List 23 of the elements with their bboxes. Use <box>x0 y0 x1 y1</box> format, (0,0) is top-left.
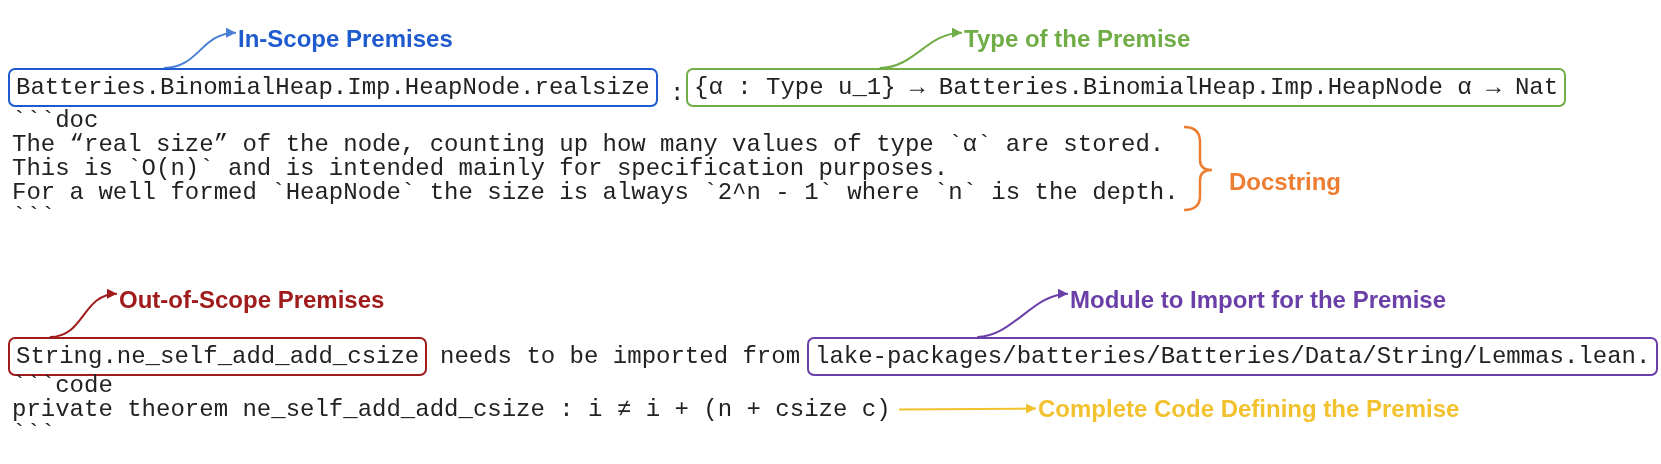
annotation-label: In-Scope Premises <box>238 24 453 53</box>
arrow <box>163 28 237 69</box>
annotation-label: Complete Code Defining the Premise <box>1038 394 1460 423</box>
arrow <box>976 289 1069 338</box>
premise-name-box: Batteries.BinomialHeap.Imp.HeapNode.realsize <box>8 68 658 107</box>
arrow <box>898 403 1037 414</box>
code-line: ``` <box>12 203 56 230</box>
annotation-label: Out-of-Scope Premises <box>119 285 385 314</box>
docstring-line: For a well formed `HeapNode` the size is always `2^n - 1` where `n` is the depth. <box>12 179 1179 206</box>
arrow <box>48 289 118 338</box>
annotation-label: Type of the Premise <box>964 24 1191 53</box>
code-line: ```doc <box>12 107 99 134</box>
docstring-line: This is `O(n)` and is intended mainly for specification purposes. <box>12 155 949 182</box>
code-line: private theorem ne_self_add_add_csize : i ≠ i + (n + csize c) <box>12 396 891 423</box>
code-text: needs to be imported from <box>440 343 801 370</box>
premise-type-box: {α : Type u_1} → Batteries.BinomialHeap.Imp.HeapNode α → Nat <box>686 68 1567 107</box>
annotation-label: Docstring <box>1229 167 1341 196</box>
annotation-label: Module to Import for the Premise <box>1070 285 1447 314</box>
code-line: ``` <box>12 420 56 447</box>
module-path-box: lake-packages/batteries/Batteries/Data/String/Lemmas.lean. <box>807 337 1659 376</box>
separator-text: : <box>670 80 685 107</box>
docstring-line: The “real size” of the node, counting up how many values of type `α` are stored. <box>12 131 1165 158</box>
arrow <box>878 28 963 69</box>
